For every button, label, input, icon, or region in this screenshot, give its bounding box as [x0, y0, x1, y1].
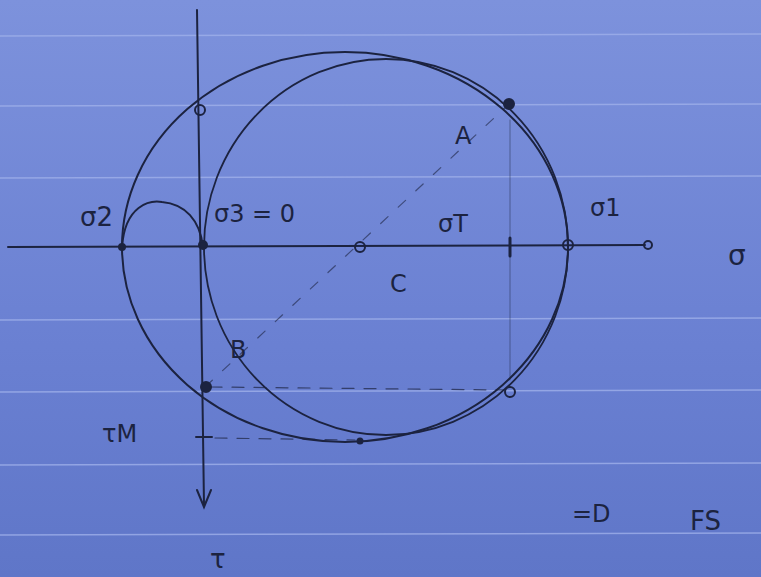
point	[505, 387, 515, 397]
center-point	[355, 242, 365, 252]
tau-label: τM	[102, 422, 137, 446]
guide-line	[215, 438, 355, 440]
center-label: C	[390, 272, 407, 296]
sigma-label: σ3 = 0	[214, 202, 295, 226]
point-label: A	[455, 124, 471, 148]
point	[504, 99, 514, 109]
axis-arrow	[197, 490, 211, 507]
axis-arrow	[644, 241, 652, 249]
sigma-label: σ2	[80, 204, 113, 230]
inner-mohr-circle	[204, 59, 568, 435]
guide-line	[210, 387, 505, 390]
axis-label: τ	[210, 546, 226, 572]
paper-rules	[0, 34, 761, 535]
outer-mohr-circle	[122, 52, 568, 442]
note-text: FS	[690, 508, 721, 534]
small-mohr-circle	[122, 202, 203, 247]
tau-axis	[197, 10, 204, 505]
point	[195, 105, 205, 115]
point-label: B	[230, 338, 246, 362]
point	[358, 439, 363, 444]
note-text: =D	[572, 502, 611, 526]
sigma-axis	[8, 245, 645, 247]
point	[563, 240, 573, 250]
point	[119, 244, 125, 250]
axis-label: σ	[728, 242, 746, 270]
diameter-line	[205, 105, 508, 387]
guide-line	[510, 120, 511, 380]
tau-m-tick	[196, 436, 212, 438]
point	[201, 382, 211, 392]
sigma-label: σ1	[590, 196, 620, 220]
sigma-label: σT	[438, 212, 468, 236]
point	[199, 241, 207, 249]
